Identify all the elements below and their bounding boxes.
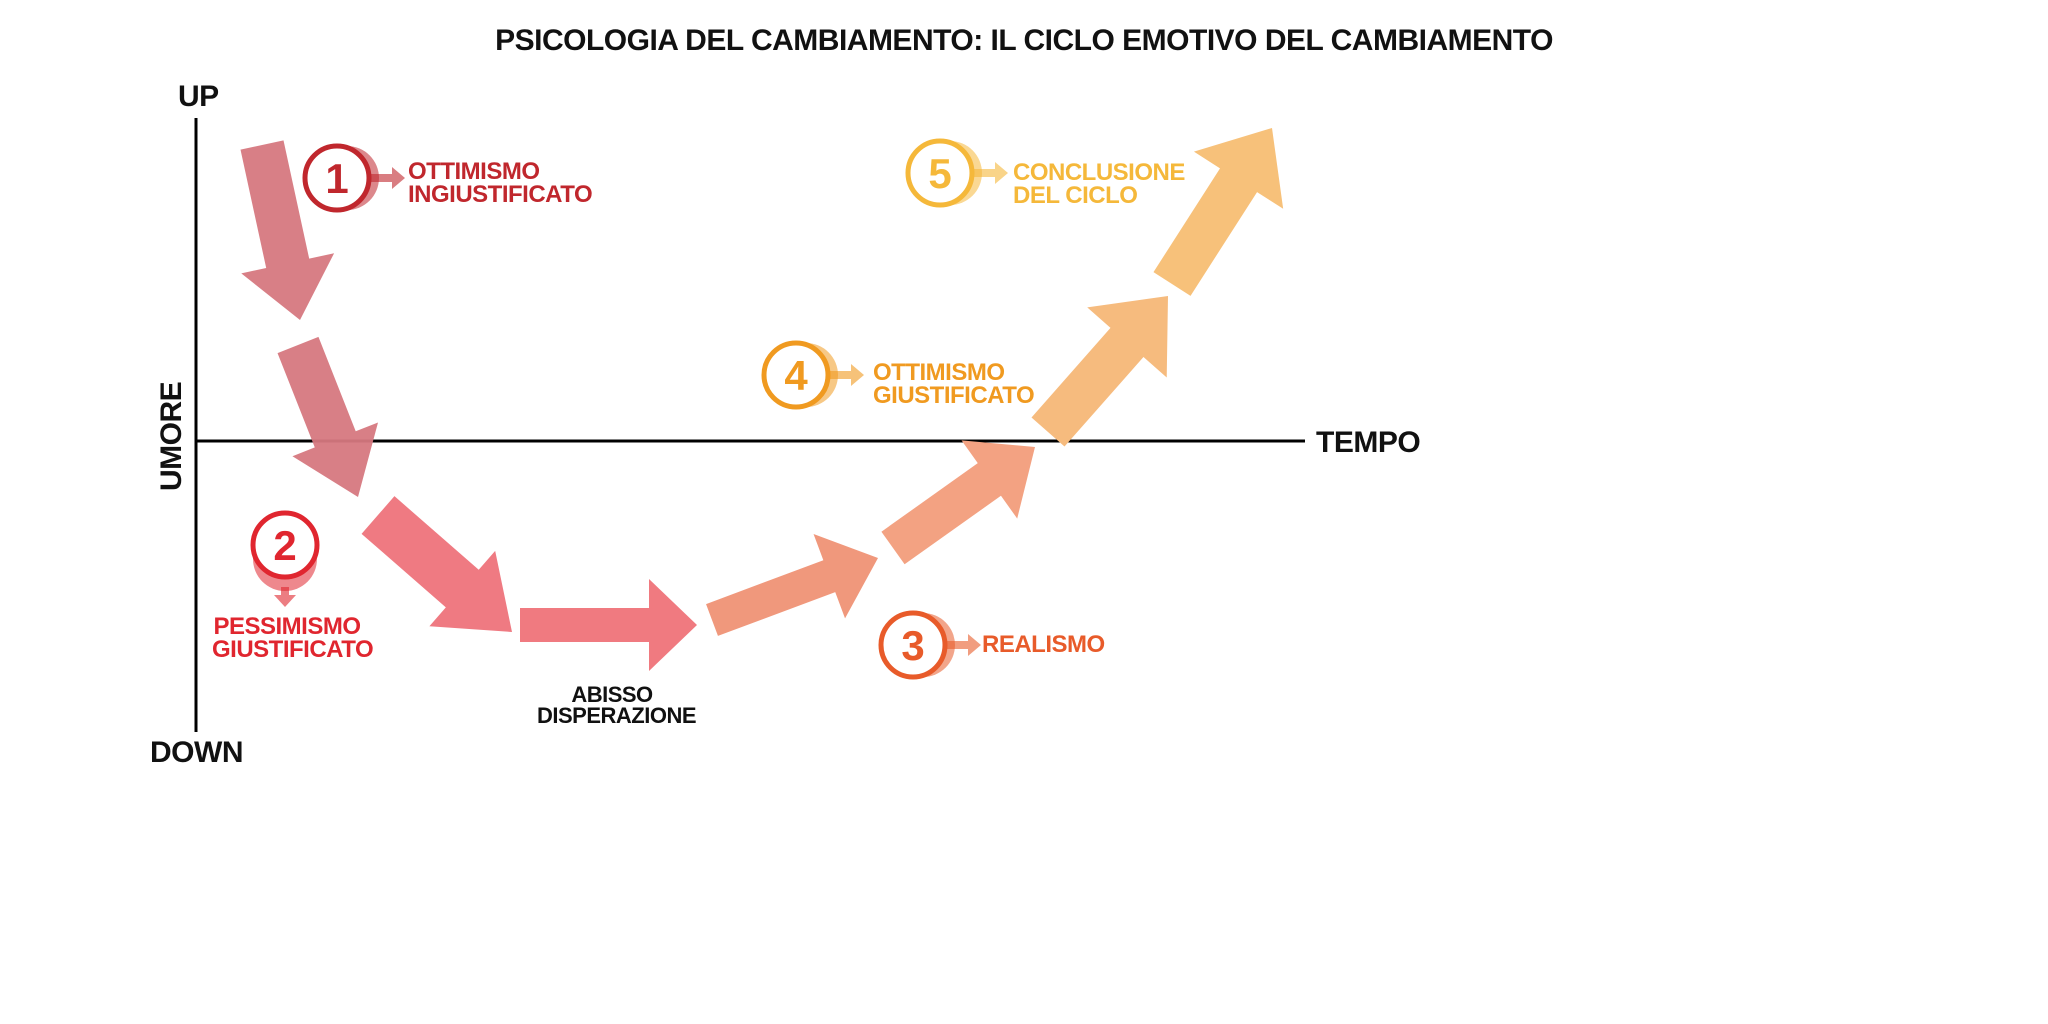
badge-circle xyxy=(302,143,372,213)
stage-1-label: OTTIMISMO INGIUSTIFICATO xyxy=(408,158,593,208)
stage-1-badge: 1 xyxy=(302,143,405,213)
cycle-arrow-7 xyxy=(1031,296,1168,447)
cycle-arrow-2 xyxy=(277,336,379,497)
cycle-arrow-6 xyxy=(881,440,1035,565)
stage-4-line1: OTTIMISMO xyxy=(873,359,1005,386)
badge-circle xyxy=(250,510,320,580)
pointer-arrow-icon xyxy=(826,364,864,386)
cycle-arrow-5 xyxy=(706,534,878,636)
stage-3-label: REALISMO xyxy=(982,631,1105,658)
stage-4-badge: 4 xyxy=(761,340,864,410)
pointer-arrow-icon xyxy=(367,167,405,189)
stage-2-line1: PESSIMISMO xyxy=(213,613,361,640)
badge-circle xyxy=(761,340,831,410)
pointer-arrow-icon xyxy=(970,162,1008,184)
axis-up-label: UP xyxy=(178,80,219,113)
stage-5-line1: CONCLUSIONE xyxy=(1013,159,1185,186)
stage-4-label: OTTIMISMO GIUSTIFICATO xyxy=(873,359,1035,409)
stage-2-line2: GIUSTIFICATO xyxy=(212,636,374,663)
stage-5-badge: 5 xyxy=(905,138,1008,208)
stage-1-line2: INGIUSTIFICATO xyxy=(408,181,593,208)
stage-3-line1: REALISMO xyxy=(982,631,1105,658)
badge-circle xyxy=(905,138,975,208)
pointer-arrow-icon xyxy=(943,634,981,656)
axis-tempo-label: TEMPO xyxy=(1316,426,1421,459)
cycle-arrow-1 xyxy=(240,140,335,320)
badge-circle xyxy=(878,610,948,680)
stage-2-label: PESSIMISMO GIUSTIFICATO xyxy=(212,613,374,663)
page-title: PSICOLOGIA DEL CAMBIAMENTO: IL CICLO EMO… xyxy=(495,24,1553,57)
badge-number: 3 xyxy=(901,622,924,669)
cycle-arrow-4 xyxy=(520,579,697,671)
badge-number: 2 xyxy=(273,522,296,569)
pointer-arrow-icon xyxy=(274,587,296,607)
stage-2-badge: 2 xyxy=(250,510,320,607)
stage-3-badge: 3 xyxy=(878,610,981,680)
badge-number: 5 xyxy=(928,150,951,197)
abisso-line2: DISPERAZIONE xyxy=(537,703,697,728)
stage-1-line1: OTTIMISMO xyxy=(408,158,540,185)
stage-4-line2: GIUSTIFICATO xyxy=(873,382,1035,409)
cycle-arrow-3 xyxy=(361,496,512,632)
badge-number: 1 xyxy=(325,155,348,202)
cycle-arrow-8 xyxy=(1153,128,1284,296)
stage-5-line2: DEL CICLO xyxy=(1013,182,1138,209)
axis-down-label: DOWN xyxy=(150,736,243,769)
badge-number: 4 xyxy=(784,352,808,399)
abisso-disperazione-label: ABISSO DISPERAZIONE xyxy=(537,682,697,728)
stage-5-label: CONCLUSIONE DEL CICLO xyxy=(1013,159,1185,209)
axis-umore-label: UMORE xyxy=(155,381,188,491)
abisso-line1: ABISSO xyxy=(571,682,653,707)
